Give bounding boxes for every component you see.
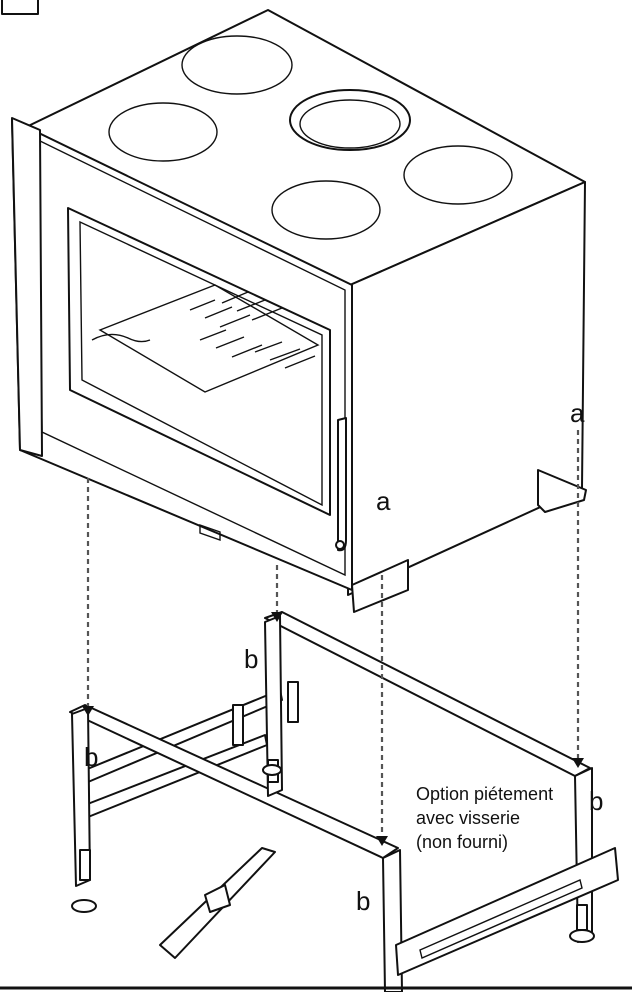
top-opening [403,145,513,205]
log-retainer [91,333,151,343]
grate-slots [189,291,316,369]
guide-arrow [271,612,283,622]
flue-collar-outer [289,89,411,151]
glass-window [67,207,331,516]
back-top-rail [264,611,591,777]
label-a-left: a [376,486,391,516]
label-b-back-left: b [244,644,258,674]
firebox-grate [98,284,320,393]
left-flange [11,117,43,457]
stand-option-note-line2: avec visserie [416,808,520,828]
loose-bracket-tab [204,884,231,913]
label-a-right: a [570,398,585,428]
leg-bracket [287,681,299,723]
right-rail-slot [419,879,583,959]
leg-bracket [232,704,244,746]
guide-arrow [82,706,94,716]
door-handle [337,417,347,552]
adjustable-foot [262,759,282,783]
fireplace-insert [11,9,587,613]
adjustable-foot [569,904,595,943]
corner-frame-box [1,0,39,15]
front-top-rail [69,704,399,859]
side-mount-plate [351,559,409,613]
handle-knob [335,540,345,550]
stand-frame [69,611,619,992]
stand-option-note-line1: Option piétement [416,784,553,804]
alignment-guides [82,430,584,846]
guide-arrow [572,758,584,768]
top-opening [271,180,381,240]
label-b-front-right: b [356,886,370,916]
label-b-back-right: b [589,786,603,816]
top-opening [108,102,218,162]
front-bracket [199,524,221,541]
top-opening [181,35,293,95]
glass-window-inner [79,220,323,507]
label-b-front-left: b [84,742,98,772]
flue-collar-inner [299,99,401,149]
guide-arrow [376,836,388,846]
top-openings [108,35,513,240]
adjustable-foot [71,849,97,913]
stand-option-note-line3: (non fourni) [416,832,508,852]
